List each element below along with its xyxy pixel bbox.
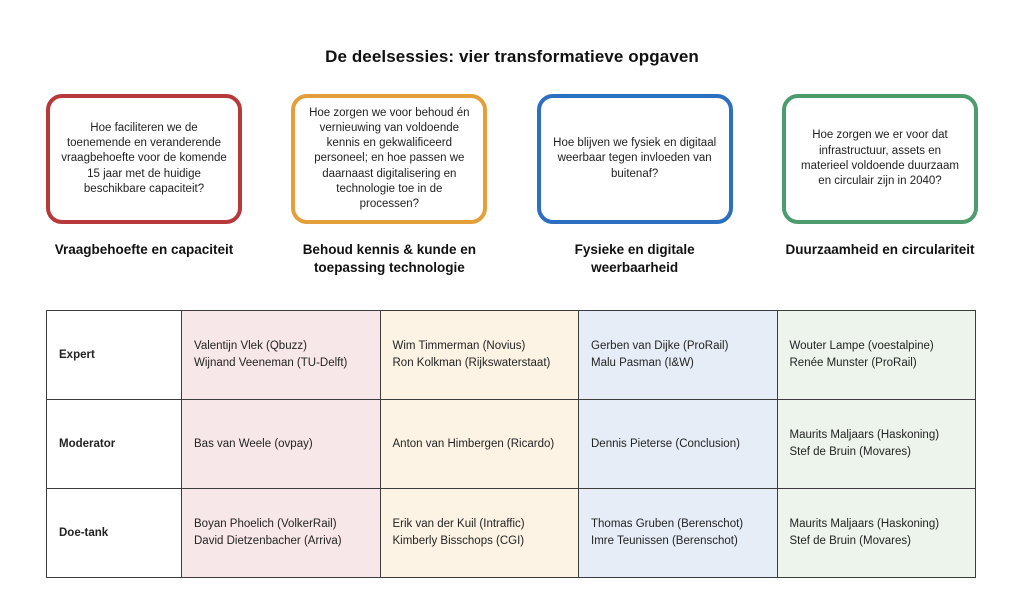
theme-caption-duurzaamheid: Duurzaamheid en circulariteit <box>785 242 975 257</box>
cell-expert-vraagbehoefte: Valentijn Vlek (Qbuzz) Wijnand Veeneman … <box>181 310 381 400</box>
cell-expert-weerbaarheid: Gerben van Dijke (ProRail) Malu Pasman (… <box>578 310 778 400</box>
theme-box-duurzaamheid: Hoe zorgen we er voor dat infrastructuur… <box>781 94 978 224</box>
theme-box-behoud-kennis: Hoe zorgen we voor behoud én vernieuwing… <box>291 94 488 224</box>
theme-column-duurzaamheid: Hoe zorgen we er voor dat infrastructuur… <box>781 94 978 224</box>
cell-line: Thomas Gruben (Berenschot) <box>591 518 744 531</box>
cell-doe-tank-duurzaamheid: Maurits Maljaars (Haskoning) Stef de Bru… <box>776 488 976 578</box>
cell-moderator-weerbaarheid: Dennis Pieterse (Conclusion) <box>578 399 778 489</box>
cell-line: Valentijn Vlek (Qbuzz) <box>194 340 307 353</box>
theme-boxes-row: Hoe faciliteren we de toenemende en vera… <box>46 94 978 224</box>
theme-caption-vraagbehoefte: Vraagbehoefte en capaciteit <box>54 242 234 257</box>
theme-column-behoud-kennis: Hoe zorgen we voor behoud én vernieuwing… <box>291 94 488 224</box>
theme-question-behoud-kennis: Hoe zorgen we voor behoud én vernieuwing… <box>309 106 470 211</box>
cell-doe-tank-behoud-kennis: Erik van der Kuil (Intraffic) Kimberly B… <box>379 488 579 578</box>
theme-question-duurzaamheid: Hoe zorgen we er voor dat infrastructuur… <box>801 129 959 188</box>
cell-line: Imre Teunissen (Berenschot) <box>591 535 738 547</box>
cell-doe-tank-vraagbehoefte: Boyan Phoelich (VolkerRail) David Dietze… <box>181 488 381 578</box>
theme-box-weerbaarheid: Hoe blijven we fysiek en digitaal weerba… <box>536 94 733 224</box>
cell-line: Boyan Phoelich (VolkerRail) <box>194 518 337 531</box>
theme-column-vraagbehoefte: Hoe faciliteren we de toenemende en vera… <box>46 94 242 224</box>
theme-captions-row: Vraagbehoefte en capaciteit Behoud kenni… <box>46 241 978 277</box>
cell-line: Maurits Maljaars (Haskoning) <box>789 429 940 442</box>
cell-line: Anton van Himbergen (Ricardo) <box>392 437 555 450</box>
row-label-doe-tank: Doe-tank <box>46 488 182 578</box>
cell-moderator-duurzaamheid: Maurits Maljaars (Haskoning) Stef de Bru… <box>776 399 976 489</box>
cell-line: Kimberly Bisschops (CGI) <box>392 535 525 547</box>
cell-line: Stef de Bruin (Movares) <box>789 535 911 547</box>
theme-box-vraagbehoefte: Hoe faciliteren we de toenemende en vera… <box>46 94 242 224</box>
cell-line: David Dietzenbacher (Arriva) <box>194 535 342 547</box>
theme-caption-weerbaarheid: Fysieke en digitale weerbaarheid <box>574 242 695 275</box>
cell-moderator-behoud-kennis: Anton van Himbergen (Ricardo) <box>379 399 579 489</box>
cell-line: Dennis Pieterse (Conclusion) <box>591 437 740 450</box>
cell-line: Maurits Maljaars (Haskoning) <box>789 518 940 531</box>
theme-question-weerbaarheid: Hoe blijven we fysiek en digitaal weerba… <box>553 137 717 180</box>
table-row: Moderator Bas van Weele (ovpay) Anton va… <box>46 399 976 489</box>
cell-moderator-vraagbehoefte: Bas van Weele (ovpay) <box>181 399 381 489</box>
table-row: Expert Valentijn Vlek (Qbuzz) Wijnand Ve… <box>46 310 976 400</box>
participants-table: Expert Valentijn Vlek (Qbuzz) Wijnand Ve… <box>46 310 976 578</box>
cell-line: Wouter Lampe (voestalpine) <box>789 340 934 353</box>
theme-caption-behoud-kennis: Behoud kennis & kunde en toepassing tech… <box>302 242 476 275</box>
table-row: Doe-tank Boyan Phoelich (VolkerRail) Dav… <box>46 488 976 578</box>
cell-expert-duurzaamheid: Wouter Lampe (voestalpine) Renée Munster… <box>776 310 976 400</box>
cell-expert-behoud-kennis: Wim Timmerman (Novius) Ron Kolkman (Rijk… <box>379 310 579 400</box>
row-label-expert: Expert <box>46 310 182 400</box>
row-label-moderator: Moderator <box>46 399 182 489</box>
cell-line: Malu Pasman (I&W) <box>591 357 694 369</box>
cell-line: Wim Timmerman (Novius) <box>392 340 526 353</box>
cell-line: Stef de Bruin (Movares) <box>789 446 911 458</box>
cell-doe-tank-weerbaarheid: Thomas Gruben (Berenschot) Imre Teunisse… <box>578 488 778 578</box>
cell-line: Gerben van Dijke (ProRail) <box>591 340 729 353</box>
cell-line: Wijnand Veeneman (TU-Delft) <box>194 357 348 369</box>
page-title: De deelsessies: vier transformatieve opg… <box>325 47 699 66</box>
cell-line: Ron Kolkman (Rijkswaterstaat) <box>392 357 551 369</box>
cell-line: Bas van Weele (ovpay) <box>194 437 313 450</box>
cell-line: Renée Munster (ProRail) <box>789 357 917 369</box>
theme-column-weerbaarheid: Hoe blijven we fysiek en digitaal weerba… <box>536 94 733 224</box>
cell-line: Erik van der Kuil (Intraffic) <box>392 518 525 531</box>
theme-question-vraagbehoefte: Hoe faciliteren we de toenemende en vera… <box>61 121 227 195</box>
